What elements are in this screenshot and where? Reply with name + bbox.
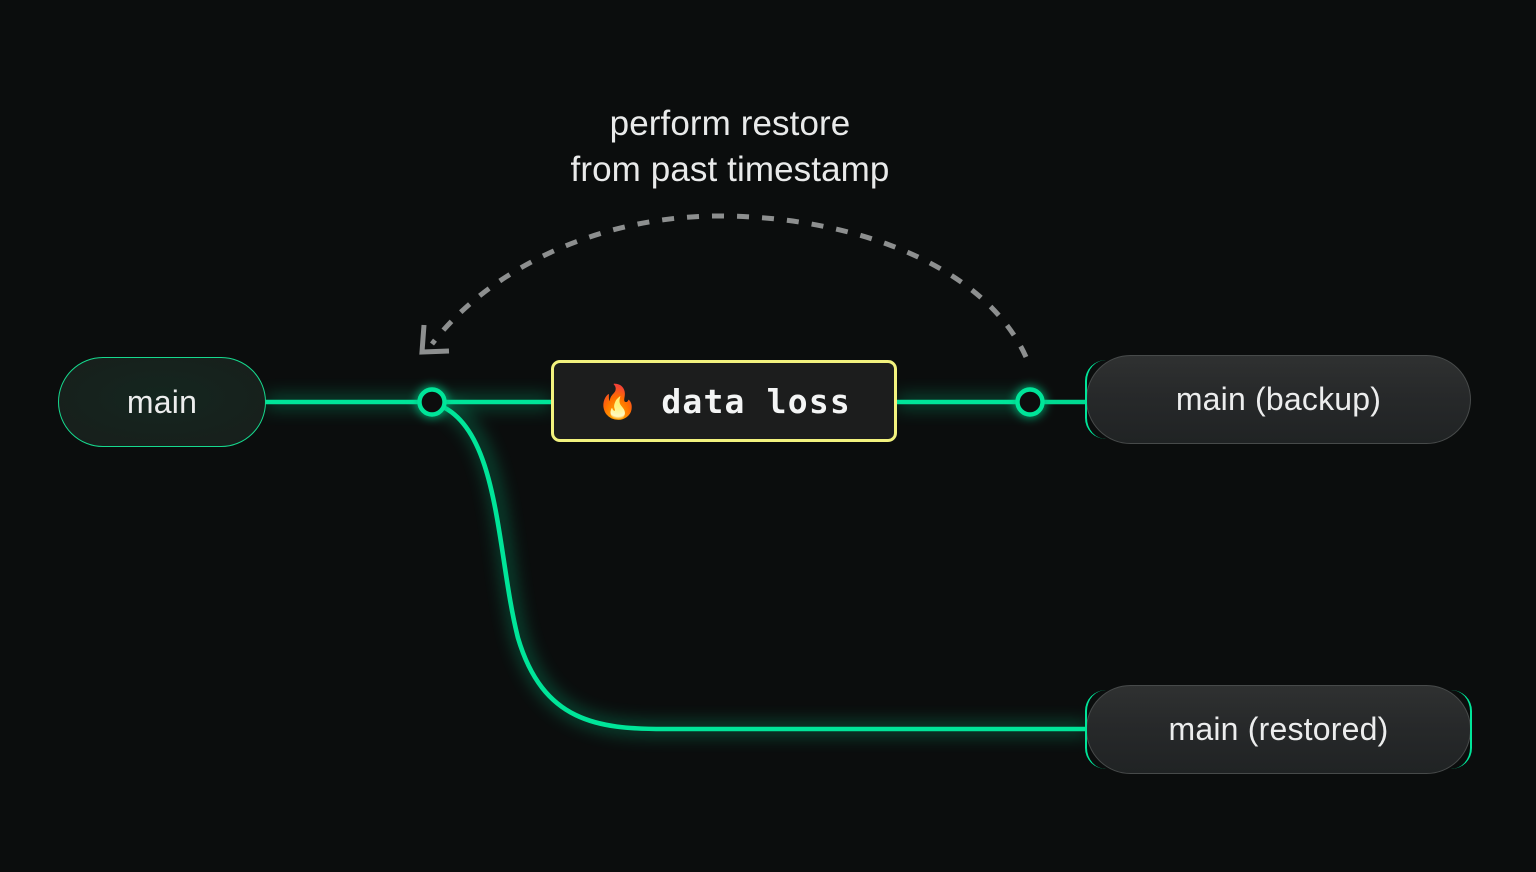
connector-branchpoint-to-restored [438, 403, 1093, 732]
restored-left-rim [1085, 690, 1127, 769]
backup-left-glow [1057, 345, 1113, 454]
restore-arrow-path [430, 213, 1029, 359]
branch-point-junction[interactable] [417, 387, 447, 417]
backup-point-junction[interactable] [1015, 387, 1045, 417]
event-data-loss-label: data loss [661, 381, 851, 421]
branch-node-main-restored-label: main (restored) [1168, 711, 1389, 747]
restored-left-glow [1057, 675, 1113, 784]
restored-right-rim [1430, 690, 1472, 769]
branch-node-main-backup-label: main (backup) [1175, 381, 1382, 417]
restore-annotation-label: perform restore from past timestamp [570, 104, 890, 189]
branch-node-main-backup[interactable]: main (backup) [1057, 345, 1471, 454]
backup-left-rim [1085, 360, 1127, 439]
connector-glow [266, 398, 1088, 733]
branch-node-main[interactable]: main [17, 316, 307, 488]
restored-right-glow [1444, 675, 1500, 784]
branch-node-main-label: main [126, 383, 198, 420]
branch-node-main-restored[interactable]: main (restored) [1057, 675, 1500, 784]
event-data-loss[interactable]: 🔥 data loss [551, 360, 897, 442]
fire-emoji: 🔥 [597, 381, 640, 421]
restore-arrow-head-icon [419, 324, 450, 355]
